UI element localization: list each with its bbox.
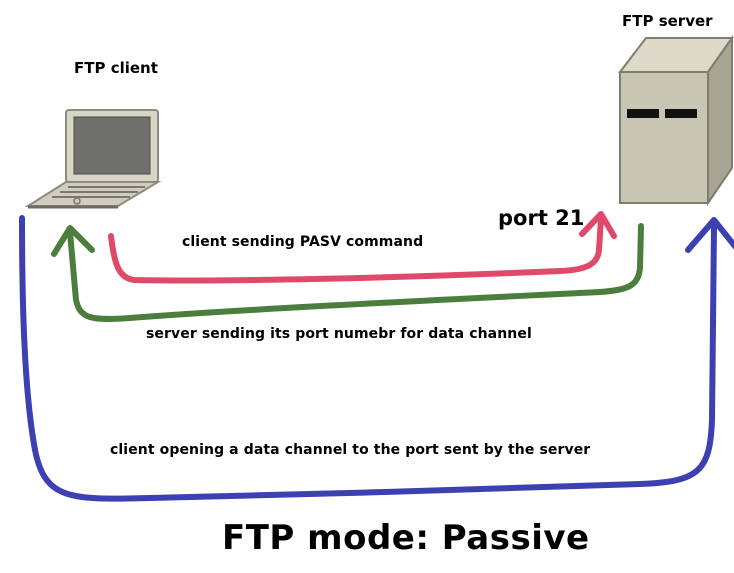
pasv-arrow-head xyxy=(579,211,617,239)
data-channel-arrow-line xyxy=(19,215,717,502)
pasv-arrow-line xyxy=(108,215,604,284)
pasv-arrow-label: client sending PASV command xyxy=(182,234,424,250)
data-channel-arrow xyxy=(19,215,734,502)
port-reply-arrow-line xyxy=(67,223,644,323)
server-label: FTP server xyxy=(622,12,713,30)
port-reply-arrow-head xyxy=(51,225,95,257)
pasv-arrow xyxy=(108,211,617,284)
data-channel-arrow-label: client opening a data channel to the por… xyxy=(110,442,591,458)
diagram-title: FTP mode: Passive xyxy=(222,518,590,558)
data-channel-arrow-head xyxy=(685,217,734,253)
server-tower-icon xyxy=(617,34,734,207)
port-label: port 21 xyxy=(498,206,585,230)
client-label: FTP client xyxy=(74,59,158,77)
port-reply-arrow xyxy=(51,223,644,323)
port-reply-arrow-label: server sending its port numebr for data … xyxy=(146,326,532,342)
laptop-icon xyxy=(24,109,162,209)
